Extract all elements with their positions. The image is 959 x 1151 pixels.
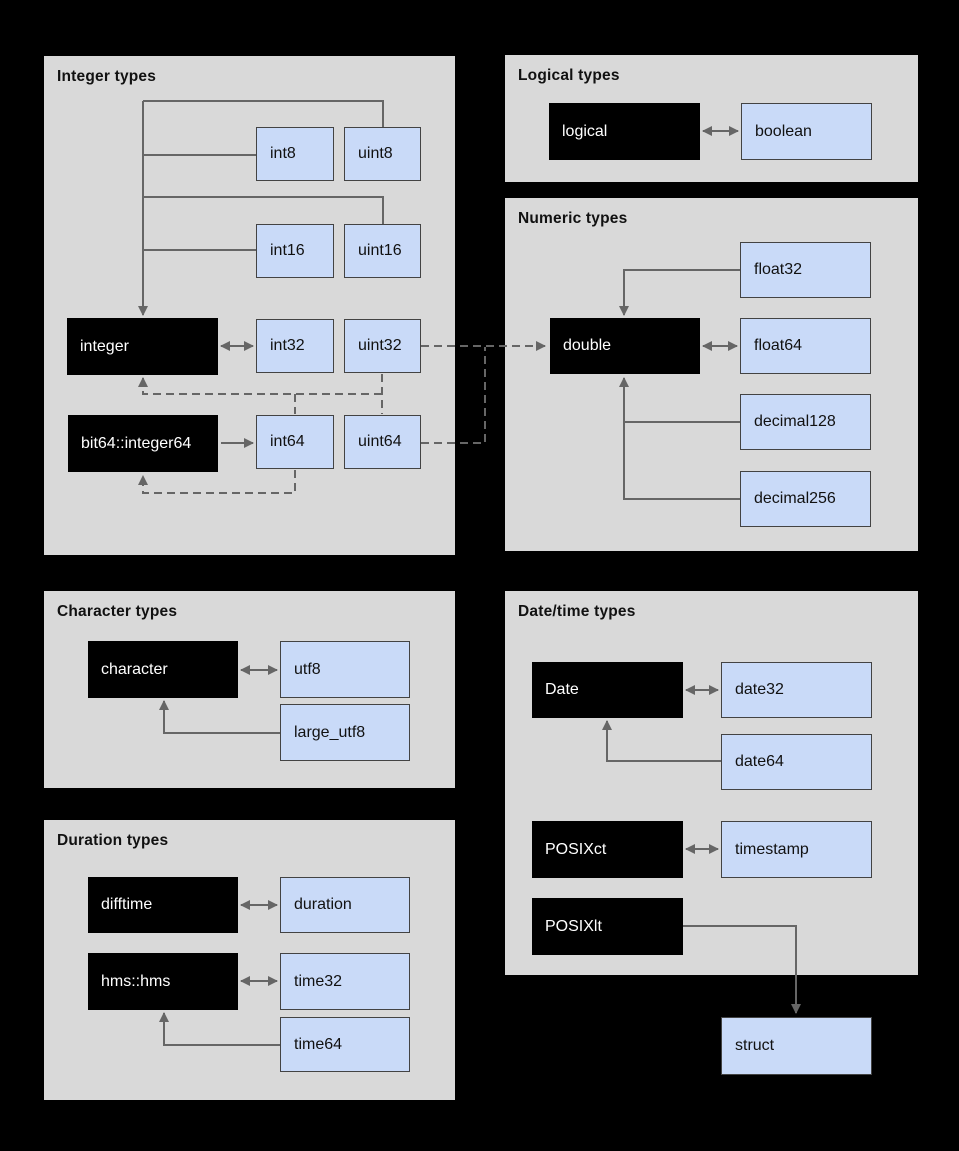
- node-int32: int32: [256, 319, 334, 373]
- node-date32: date32: [721, 662, 872, 718]
- node-logical: logical: [549, 103, 700, 160]
- panel-title: Duration types: [57, 832, 169, 849]
- node-uint32: uint32: [344, 319, 421, 373]
- node-large-utf8: large_utf8: [280, 704, 410, 761]
- node-date: Date: [532, 662, 683, 718]
- node-character: character: [88, 641, 238, 698]
- node-posixlt: POSIXlt: [532, 898, 683, 955]
- panel-title: Date/time types: [518, 603, 636, 620]
- panel-title: Character types: [57, 603, 178, 620]
- node-struct: struct: [721, 1017, 872, 1075]
- node-timestamp: timestamp: [721, 821, 872, 878]
- panel-title: Integer types: [57, 68, 157, 85]
- node-integer: integer: [67, 318, 218, 375]
- node-decimal128: decimal128: [740, 394, 871, 450]
- node-date64: date64: [721, 734, 872, 790]
- node-int64: int64: [256, 415, 334, 469]
- node-float32: float32: [740, 242, 871, 298]
- node-hms-hms: hms::hms: [88, 953, 238, 1010]
- node-uint16: uint16: [344, 224, 421, 278]
- node-posixct: POSIXct: [532, 821, 683, 878]
- node-bit64-integer64: bit64::integer64: [68, 415, 218, 472]
- node-uint64: uint64: [344, 415, 421, 469]
- node-decimal256: decimal256: [740, 471, 871, 527]
- node-int16: int16: [256, 224, 334, 278]
- node-duration: duration: [280, 877, 410, 933]
- node-time32: time32: [280, 953, 410, 1010]
- node-time64: time64: [280, 1017, 410, 1072]
- panel-title: Numeric types: [518, 210, 628, 227]
- node-float64: float64: [740, 318, 871, 374]
- node-double: double: [550, 318, 700, 374]
- node-utf8: utf8: [280, 641, 410, 698]
- node-difftime: difftime: [88, 877, 238, 933]
- panel-title: Logical types: [518, 67, 620, 84]
- node-boolean: boolean: [741, 103, 872, 160]
- node-uint8: uint8: [344, 127, 421, 181]
- node-int8: int8: [256, 127, 334, 181]
